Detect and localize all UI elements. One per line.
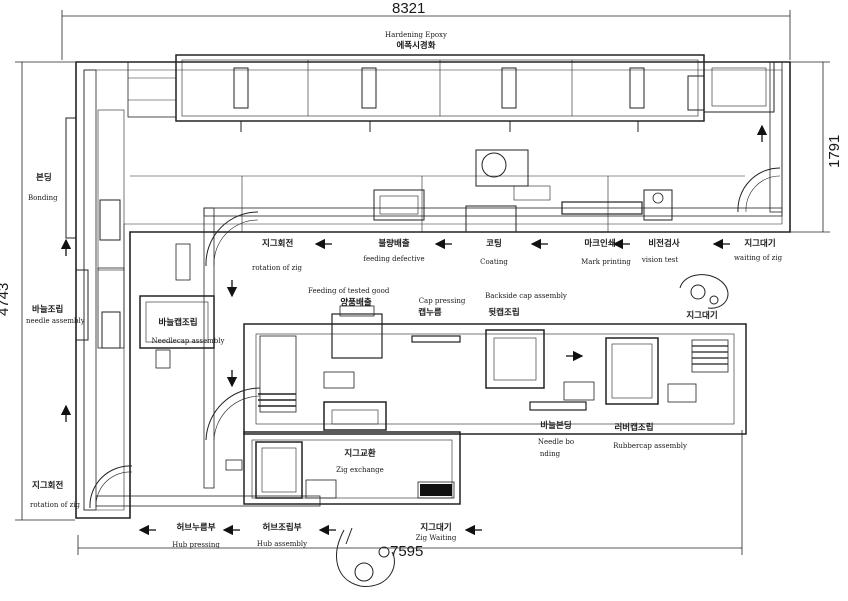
waiting-top-kr: 지그대기: [744, 238, 775, 249]
backside-en: Backside cap assembly: [485, 292, 567, 300]
middle-conveyor: [203, 149, 783, 489]
rotation-bottom-en: rotation of zig: [30, 501, 81, 509]
waiting-top-en: waiting of zig: [734, 254, 783, 262]
backside-kr: 뒷캡조립: [488, 307, 519, 318]
cap-pressing-kr: 캡누름: [418, 307, 442, 318]
coating-kr: 코팅: [486, 238, 502, 249]
flow-arrows: [60, 124, 768, 536]
feeding-good-en: Feeding of tested good: [308, 287, 390, 295]
waiting-bottom-kr: 지그대기: [420, 522, 451, 533]
dim-right-height: 1791: [826, 135, 843, 168]
mark-kr: 마크인쇄: [584, 238, 615, 249]
defective-en: feeding defective: [363, 255, 424, 263]
dim-left-height: 4743: [0, 283, 12, 316]
lower-section: [95, 387, 461, 507]
needle-bonding-kr: 바늘본딩: [540, 420, 571, 431]
hub-pressing-en: Hub pressing: [172, 541, 220, 549]
needle-assembly-kr: 바늘조립: [32, 304, 63, 315]
dim-top-width: 8321: [392, 0, 425, 17]
hub-assembly-en: Hub assembly: [257, 540, 307, 548]
coating-en: Coating: [480, 258, 508, 266]
robot-arm-bottom: [336, 527, 395, 587]
needlecap-kr: 바늘캡조립: [158, 317, 197, 328]
bonding-kr: 본딩: [36, 172, 52, 183]
jig-wait-right-kr: 지그대기: [686, 310, 717, 321]
needlecap-en: Needlecap assembly: [152, 337, 225, 345]
cap-pressing-en: Cap pressing: [419, 297, 466, 305]
rotation-top-en: rotation of zig: [252, 264, 303, 272]
hub-assembly-kr: 허브조립부: [262, 522, 301, 533]
assembly-table: [243, 305, 747, 435]
exchange-kr: 지그교환: [344, 448, 375, 459]
needle-bonding-en2: nding: [540, 450, 561, 458]
hardening-kr: 에폭시경화: [396, 40, 435, 51]
dim-bottom-width: 7595: [390, 543, 423, 560]
bonding-en: Bonding: [28, 194, 58, 202]
curing-oven: [127, 54, 775, 132]
needlecap-station: [139, 243, 215, 369]
vision-en: vision test: [641, 256, 679, 264]
jig-exchange-block: [420, 484, 452, 496]
needle-bonding-en: Needle bo: [538, 438, 574, 446]
hardening-en: Hardening Epoxy: [385, 31, 447, 39]
dimension-lines: [15, 10, 830, 555]
waiting-bottom-en: Zig Waiting: [416, 534, 457, 542]
exchange-en: Zig exchange: [336, 466, 384, 474]
good-kr: 양품배출: [340, 297, 371, 308]
hub-pressing-kr: 허브누름부: [176, 522, 215, 533]
mark-en: Mark printing: [581, 258, 631, 266]
right-upper-rotation: [737, 61, 783, 213]
rubbercap-kr: 러버캡조립: [614, 422, 653, 433]
robot-arm-right: [679, 274, 729, 309]
rotation-bottom-kr: 지그회전: [32, 480, 63, 491]
left-conveyor: [65, 69, 133, 511]
defective-kr: 불량배출: [378, 238, 409, 249]
rotation-top-kr: 지그회전: [262, 238, 293, 249]
needle-assembly-en: needle assembly: [26, 317, 85, 325]
rubbercap-en: Rubbercap assembly: [613, 442, 687, 450]
vision-kr: 비전검사: [648, 238, 679, 249]
